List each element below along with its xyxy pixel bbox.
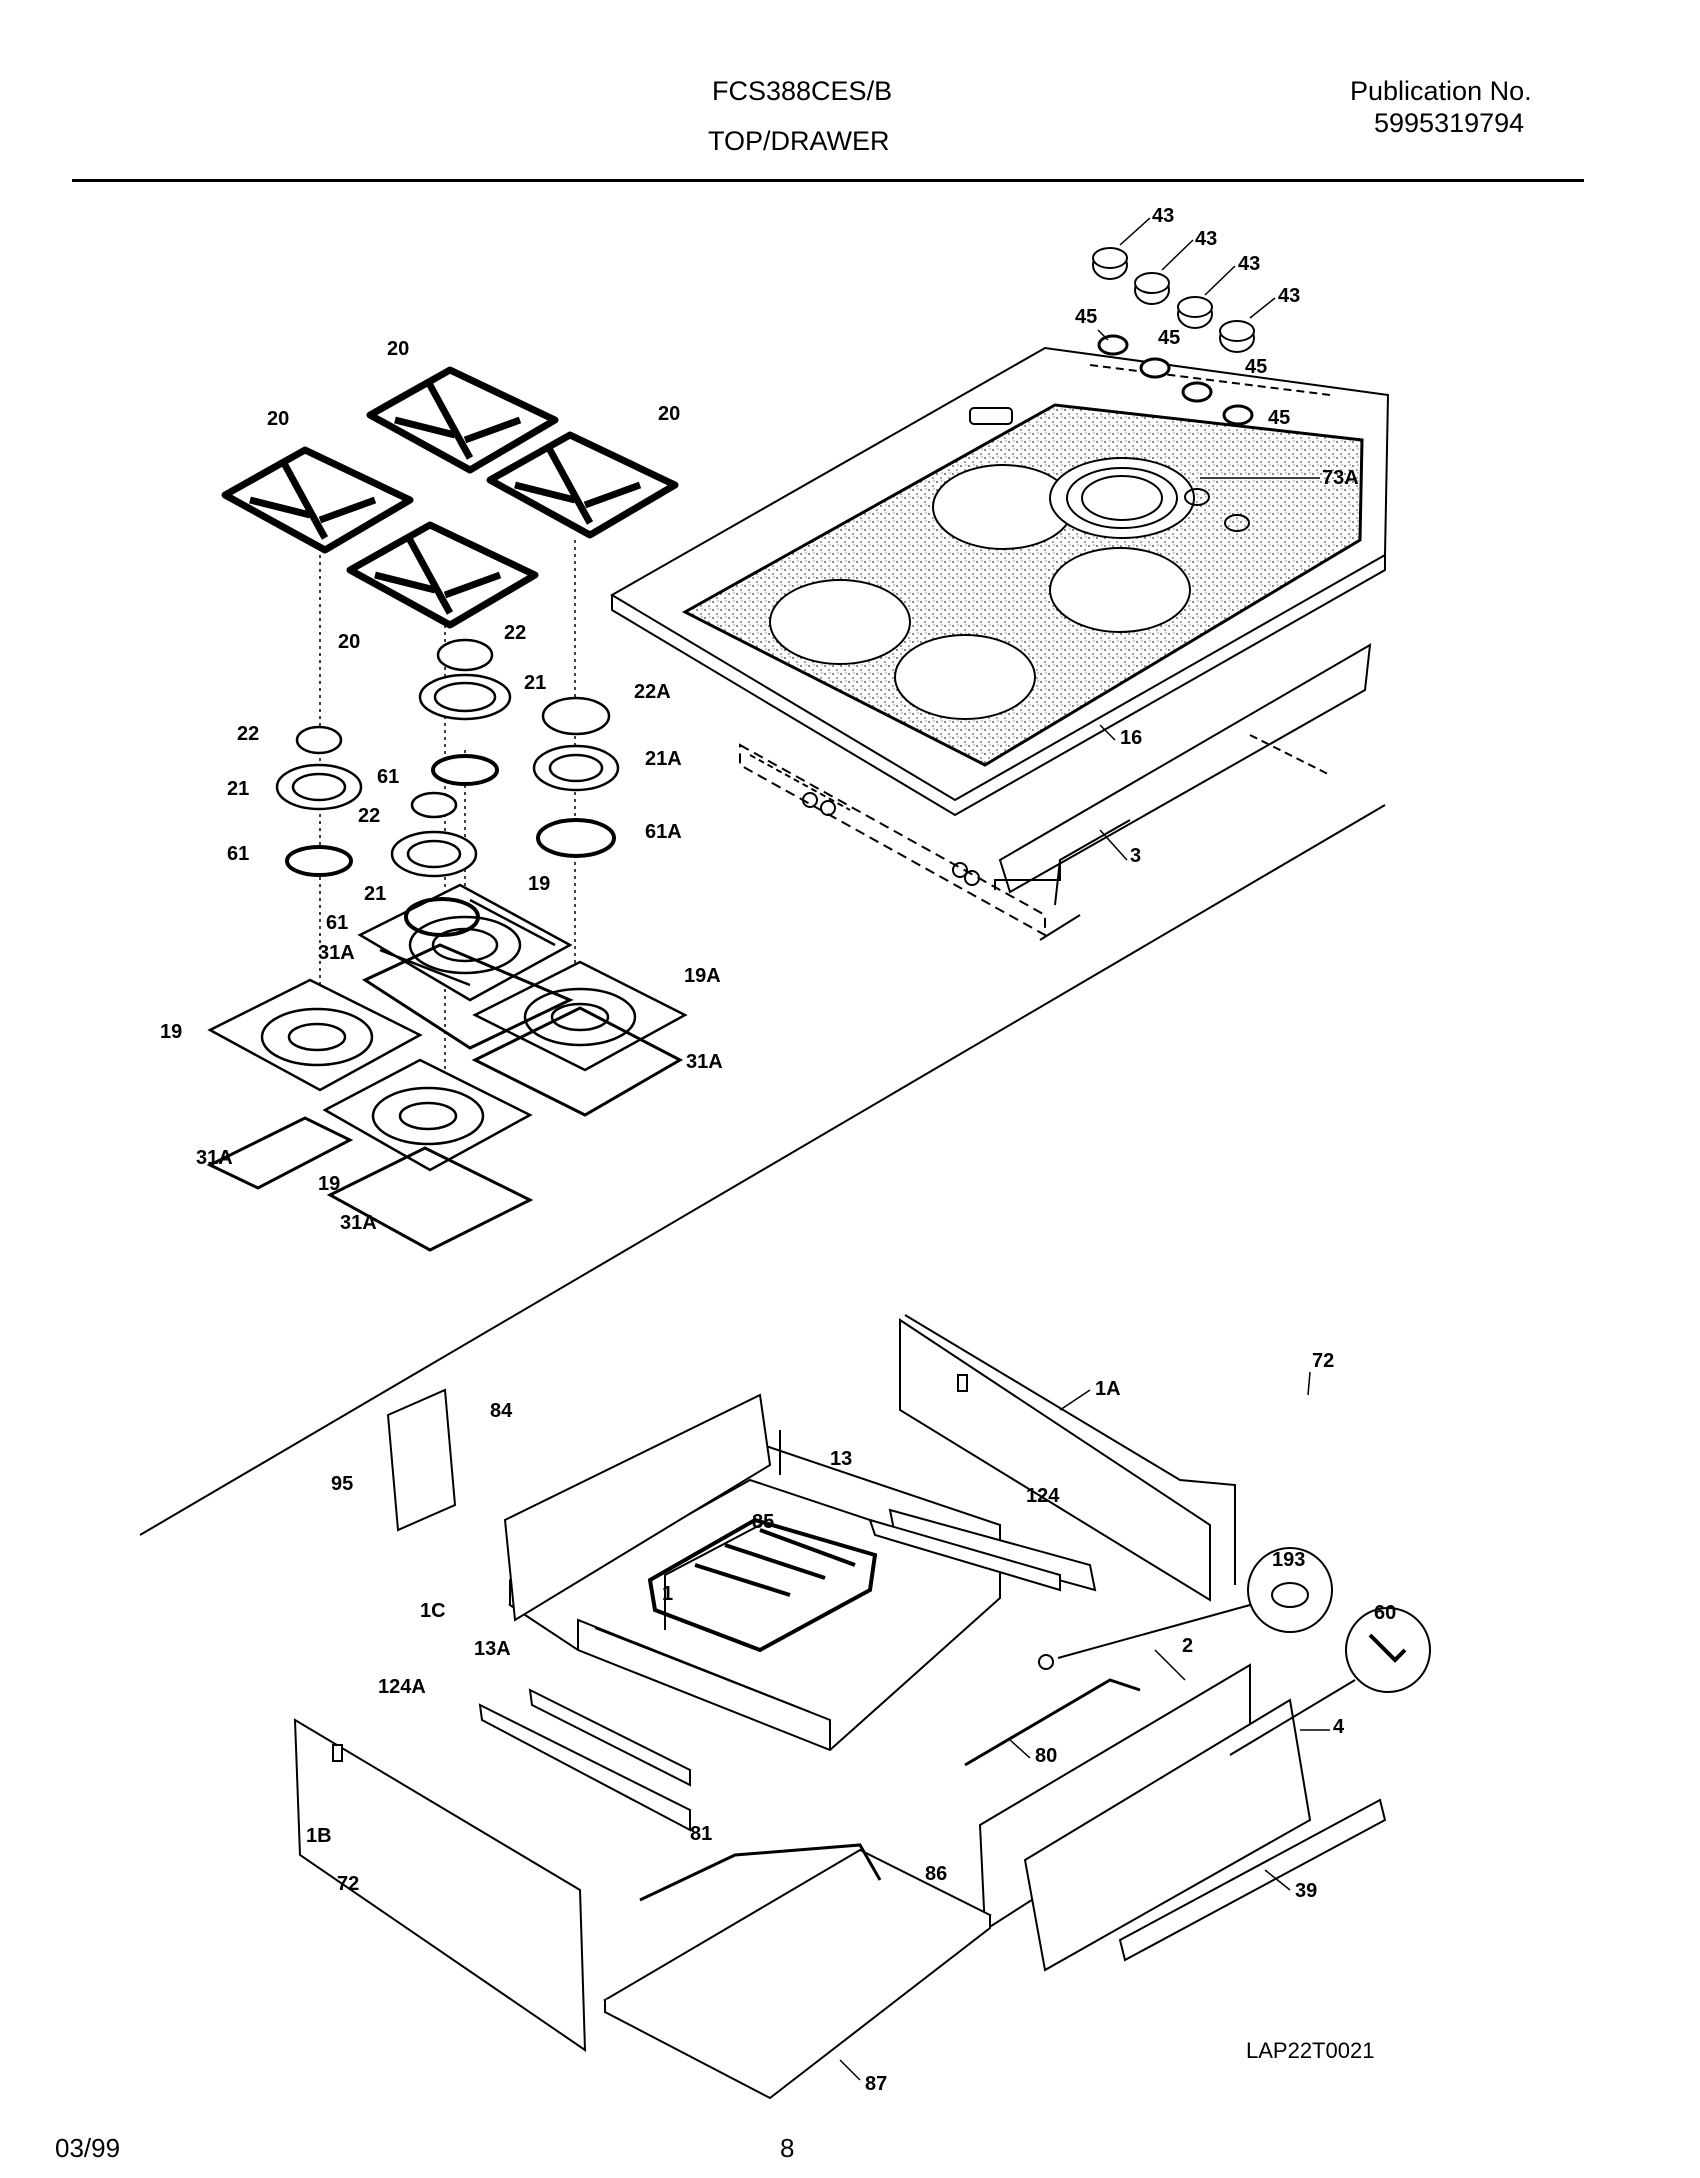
callout-labels: 43 43 43 43 45 45 45 45 73A 20 20 20 20 … [160, 205, 1396, 2095]
label-1: 1 [662, 1583, 673, 1605]
label-43a: 43 [1152, 205, 1174, 227]
burner-caps-and-heads [275, 638, 620, 878]
label-21a: 21 [524, 672, 546, 694]
label-22a: 22 [504, 622, 526, 644]
label-45a: 45 [1075, 306, 1097, 328]
drawer-slides [478, 1508, 1097, 1832]
control-knobs [1092, 247, 1255, 353]
header-rule [72, 179, 1584, 182]
label-72b: 72 [337, 1873, 359, 1895]
label-20d: 20 [338, 631, 360, 653]
publication-number: 5995319794 [1374, 108, 1525, 138]
label-31Ad: 31A [340, 1212, 377, 1234]
label-20c: 20 [658, 403, 680, 425]
label-31Ac: 31A [196, 1147, 233, 1169]
section-title: TOP/DRAWER [708, 126, 890, 156]
trim-rings [206, 943, 684, 1252]
separator-lines [139, 804, 1386, 1536]
label-193: 193 [1272, 1549, 1305, 1571]
label-84: 84 [490, 1400, 513, 1422]
label-13A: 13A [474, 1638, 511, 1660]
footer-page-number: 8 [780, 2133, 795, 2163]
label-4: 4 [1333, 1716, 1345, 1738]
burner-grates [221, 366, 679, 629]
label-60: 60 [1374, 1602, 1396, 1624]
label-80: 80 [1035, 1745, 1057, 1767]
label-13: 13 [830, 1448, 852, 1470]
label-31Ab: 31A [686, 1051, 723, 1073]
label-21A: 21A [645, 748, 682, 770]
cooktop-glass-top [610, 346, 1390, 817]
label-61a: 61 [377, 766, 399, 788]
label-95: 95 [331, 1473, 353, 1495]
label-86: 86 [925, 1863, 947, 1885]
label-22c: 22 [358, 805, 380, 827]
label-39: 39 [1295, 1880, 1317, 1902]
label-20b: 20 [267, 408, 289, 430]
side-panels [293, 1314, 1236, 2052]
drawer-front [964, 1663, 1387, 1972]
drawer-bottom [602, 1843, 992, 2100]
label-21c: 21 [364, 883, 386, 905]
label-16: 16 [1120, 727, 1142, 749]
label-45d: 45 [1268, 407, 1290, 429]
label-21b: 21 [227, 778, 249, 800]
label-3: 3 [1130, 845, 1141, 867]
leader-lines [839, 217, 1330, 2081]
label-19b: 19 [160, 1021, 182, 1043]
label-31Aa: 31A [318, 942, 355, 964]
label-1B: 1B [306, 1825, 332, 1847]
label-43b: 43 [1195, 228, 1217, 250]
footer-date: 03/99 [55, 2133, 121, 2163]
label-20a: 20 [387, 338, 409, 360]
label-73A: 73A [1322, 467, 1359, 489]
label-19A: 19A [684, 965, 721, 987]
label-81: 81 [690, 1823, 712, 1845]
label-87: 87 [865, 2073, 887, 2095]
label-19a: 19 [528, 873, 550, 895]
broiler-rack [647, 1517, 878, 1653]
label-22b: 22 [237, 723, 259, 745]
label-72a: 72 [1312, 1350, 1334, 1372]
label-124A: 124A [378, 1676, 426, 1698]
label-61b: 61 [227, 843, 249, 865]
label-22A: 22A [634, 681, 671, 703]
label-45b: 45 [1158, 327, 1180, 349]
label-43c: 43 [1238, 253, 1260, 275]
model-number: FCS388CES/B [712, 76, 893, 106]
cooktop-rails [739, 643, 1372, 941]
detail-circles [1038, 1547, 1431, 1756]
label-19c: 19 [318, 1173, 340, 1195]
label-124: 124 [1026, 1485, 1060, 1507]
label-61c: 61 [326, 912, 348, 934]
drip-pans [207, 883, 688, 1172]
knob-bezels [1097, 334, 1254, 426]
label-2: 2 [1182, 1635, 1193, 1657]
label-45c: 45 [1245, 356, 1267, 378]
label-1A: 1A [1095, 1378, 1121, 1400]
label-61A: 61A [645, 821, 682, 843]
label-1C: 1C [420, 1600, 446, 1622]
drawing-code: LAP22T0021 [1246, 2038, 1375, 2063]
publication-label: Publication No. [1350, 76, 1532, 106]
label-85: 85 [752, 1511, 774, 1533]
label-43d: 43 [1278, 285, 1300, 307]
